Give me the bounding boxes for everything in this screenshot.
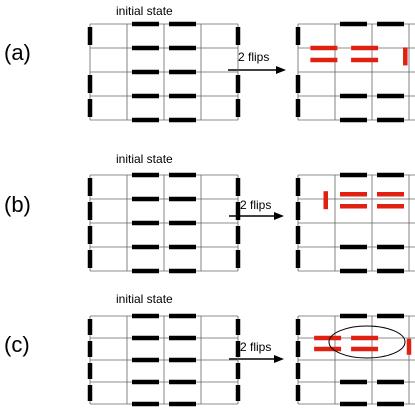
arrow-caption-c: 2 flips: [240, 340, 271, 354]
highlight-ellipse: [328, 325, 406, 359]
panel-label-b: (b): [4, 192, 31, 217]
initial-caption-c: initial state: [116, 292, 173, 306]
panel-label-a: (a): [4, 40, 31, 65]
panel-a: [87, 21, 415, 123]
arrow-c: [229, 355, 284, 363]
initial-caption-a: initial state: [116, 4, 173, 18]
arrow-a: [228, 66, 286, 74]
initial-caption-b: initial state: [116, 152, 173, 166]
panel-b: [87, 172, 415, 274]
arrow-caption-a: 2 flips: [238, 50, 269, 64]
lattice-group: [87, 21, 415, 407]
panel-label-c: (c): [4, 332, 30, 357]
panel-c: [87, 313, 415, 407]
arrow-caption-b: 2 flips: [240, 198, 271, 212]
